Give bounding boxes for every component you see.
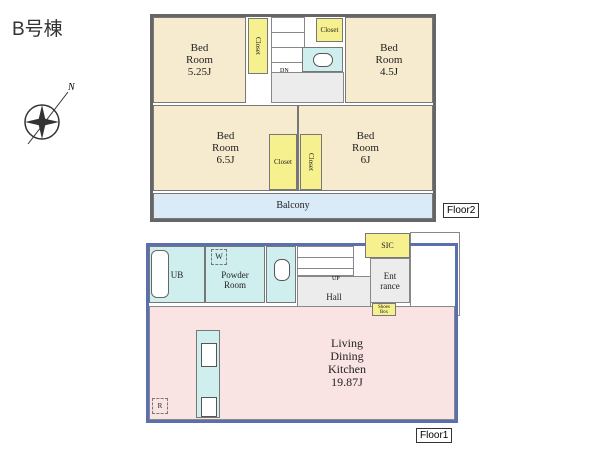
stairs-floor1 — [297, 246, 354, 276]
floor2-outline — [150, 14, 436, 222]
shoes-box: Shoes Box — [372, 303, 396, 316]
closet: Closet — [269, 134, 297, 190]
closet: Closet — [300, 134, 322, 190]
shoe-in-closet: SIC — [365, 233, 410, 258]
building-title: B号棟 — [12, 19, 63, 40]
bathtub-icon — [151, 250, 169, 298]
bedroom-6-5j: Bed Room 6.5J — [153, 105, 298, 191]
living-dining-kitchen: Living Dining Kitchen 19.87J — [149, 306, 455, 420]
floor1-outline — [146, 243, 458, 423]
toilet-icon — [313, 53, 333, 67]
entrance: Ent rance — [370, 258, 410, 303]
hall-floor2 — [271, 72, 344, 103]
stairs-floor2 — [271, 17, 305, 73]
bedroom-5-25j: Bed Room 5.25J — [153, 17, 246, 103]
toilet-floor1 — [266, 246, 296, 303]
compass-icon: N — [18, 82, 78, 152]
north-label: N — [68, 82, 75, 93]
stairs-down-label: DN — [280, 68, 289, 74]
toilet-floor2 — [302, 47, 343, 72]
balcony: Balcony — [153, 193, 433, 219]
powder-room: Powder Room — [205, 246, 265, 303]
floor1-label: Floor1 — [416, 428, 453, 443]
fridge-space: R — [152, 398, 168, 414]
floor2-label: Floor2 — [443, 203, 480, 218]
washer-icon: W — [211, 249, 227, 265]
closet: Closet — [316, 18, 343, 42]
closet: Closet — [248, 18, 268, 74]
sink-icon — [201, 343, 217, 367]
kitchen-counter — [196, 330, 220, 418]
stove-icon — [201, 397, 217, 417]
bedroom-4-5j: Bed Room 4.5J — [345, 17, 433, 103]
toilet-icon — [274, 259, 290, 281]
stairs-up-label: UP — [332, 276, 340, 282]
